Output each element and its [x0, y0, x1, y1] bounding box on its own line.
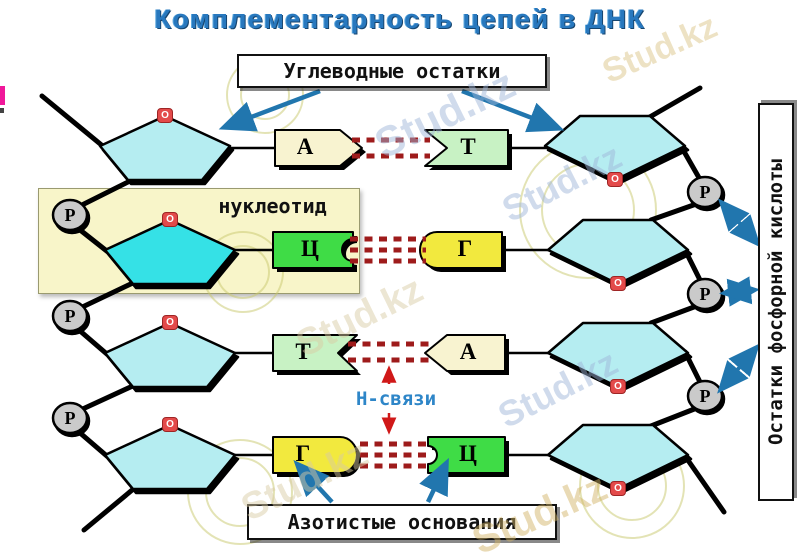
label-phosphate-residues: Остатки фосфорной кислоты	[758, 103, 794, 501]
label-nitrogenous-bases: Азотистые основания	[247, 504, 557, 540]
edge-magenta-mark	[0, 86, 5, 105]
base-letter-t3: Т	[295, 339, 311, 364]
base-letter-c4: Ц	[459, 441, 477, 466]
base-pair-1	[274, 129, 512, 170]
base-connector-lines	[228, 146, 551, 457]
phosphate-group: P	[699, 386, 711, 406]
oxygen-marker: O	[607, 172, 623, 187]
base-pair-3	[272, 334, 509, 375]
phosphate-group: P	[64, 408, 76, 428]
hydrogen-bond-dashes	[348, 137, 432, 469]
label-sugar-residues: Углеводные остатки	[237, 54, 547, 88]
base-letter-t1: Т	[460, 134, 476, 159]
edge-magenta-dot	[0, 108, 4, 113]
base-letter-a3: А	[459, 339, 477, 364]
oxygen-marker: O	[610, 379, 626, 394]
label-hydrogen-bonds: Н-связи	[355, 388, 437, 410]
left-sugar-pentagons	[98, 114, 240, 495]
base-letter-g4: Г	[295, 441, 311, 466]
pointer-arrows	[218, 88, 761, 504]
oxygen-marker: O	[162, 315, 178, 330]
oxygen-marker: O	[162, 212, 178, 227]
label-nucleotide: нуклеотид	[218, 194, 327, 218]
oxygen-marker: O	[157, 108, 173, 123]
oxygen-marker: O	[610, 276, 626, 291]
phosphate-group: P	[64, 205, 76, 225]
oxygen-marker: O	[162, 417, 178, 432]
page-title: Комплементарность цепей в ДНК	[154, 4, 646, 34]
phosphate-group: P	[699, 284, 711, 304]
phosphate-group: P	[699, 182, 711, 202]
base-letter-a1: А	[296, 134, 314, 159]
right-sugar-pentagons	[543, 114, 693, 495]
base-letter-g2: Г	[457, 236, 473, 261]
phosphate-group: P	[64, 306, 76, 326]
oxygen-marker: O	[610, 481, 626, 496]
base-pair-2	[272, 231, 506, 272]
phosphate-circles	[51, 175, 726, 438]
base-letter-c2: Ц	[301, 236, 319, 261]
